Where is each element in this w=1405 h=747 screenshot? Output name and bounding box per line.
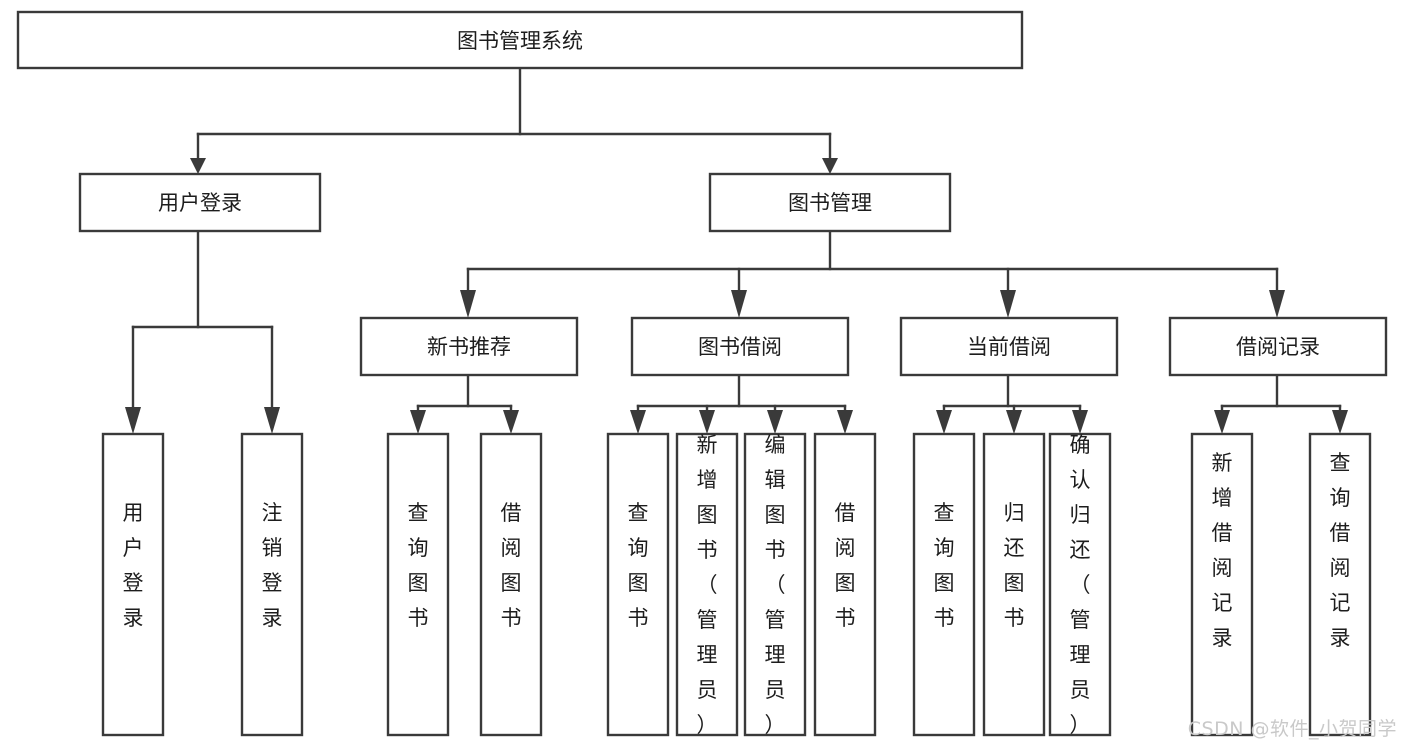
leaf-user-login-login-label: 用户登录 [123,501,144,630]
arrow-bookmgmt-child-1 [460,290,476,318]
leaf-borrow-query-box[interactable] [606,432,670,737]
node-user-login-box[interactable] [78,172,322,233]
leaf-user-logout-box[interactable] [240,432,304,737]
leaf-current-return[interactable]: 归还图书 [982,432,1046,737]
node-root-label: 图书管理系统 [457,29,583,53]
leaf-newbook-borrow-box[interactable] [479,432,543,737]
arrow-borrow-leaf-2 [699,410,715,434]
node-current-borrow-label: 当前借阅 [967,335,1051,359]
node-root[interactable]: 图书管理系统 [16,10,1024,70]
leaf-current-query-box[interactable] [912,432,976,737]
leaf-borrow-edit-book[interactable]: 编辑图书（管理员） [743,432,807,737]
leaf-newbook-query-box[interactable] [386,432,450,737]
leaf-current-confirm-return-label: 确认归还（管理员） [1070,433,1091,737]
arrow-userlogin-child-1 [125,407,141,434]
leaf-borrow-query[interactable]: 查询图书 [606,432,670,737]
node-current-borrow[interactable]: 当前借阅 [899,316,1119,377]
leaf-borrow-add-book-box[interactable] [675,432,739,737]
node-book-management[interactable]: 图书管理 [708,172,952,233]
arrow-borrow-leaf-1 [630,410,646,434]
node-user-login-label: 用户登录 [158,191,242,215]
node-book-management-label: 图书管理 [788,191,872,215]
arrow-root-to-book-mgmt [822,158,838,174]
node-book-borrow-box[interactable] [630,316,850,377]
leaf-borrow-edit-book-box[interactable] [743,432,807,737]
node-new-book-recommend[interactable]: 新书推荐 [359,316,579,377]
arrow-record-leaf-1 [1214,410,1230,434]
node-new-book-recommend-label: 新书推荐 [427,335,511,359]
leaf-record-add-label: 新增借阅记录 [1212,451,1233,650]
leaf-newbook-borrow[interactable]: 借阅图书 [479,432,543,737]
leaf-newbook-query-label: 查询图书 [408,501,429,630]
arrow-current-leaf-3 [1072,410,1088,434]
csdn-watermark: CSDN @软件_小贺同学 [1187,718,1397,740]
node-book-borrow[interactable]: 图书借阅 [630,316,850,377]
arrow-borrow-leaf-4 [837,410,853,434]
leaf-newbook-query[interactable]: 查询图书 [386,432,450,737]
node-borrow-record-box[interactable] [1168,316,1388,377]
leaf-record-query-box[interactable] [1308,432,1372,737]
arrow-newbook-leaf-2 [503,410,519,434]
arrow-newbook-leaf-1 [410,410,426,434]
leaf-current-query-label: 查询图书 [934,501,955,630]
leaf-borrow-add-book[interactable]: 新增图书（管理员） [675,432,739,737]
node-borrow-record[interactable]: 借阅记录 [1168,316,1388,377]
arrow-bookmgmt-child-4 [1269,290,1285,318]
leaf-borrow-borrow-book-box[interactable] [813,432,877,737]
arrow-root-to-user-login [190,158,206,174]
leaf-current-query[interactable]: 查询图书 [912,432,976,737]
leaf-borrow-add-book-label: 新增图书（管理员） [697,433,718,737]
node-current-borrow-box[interactable] [899,316,1119,377]
leaf-record-query[interactable]: 查询借阅记录 [1308,432,1372,737]
leaf-current-confirm-return[interactable]: 确认归还（管理员） [1048,432,1112,737]
leaf-current-return-box[interactable] [982,432,1046,737]
leaf-record-add[interactable]: 新增借阅记录 [1190,432,1254,737]
leaf-newbook-borrow-label: 借阅图书 [501,501,522,630]
arrow-current-leaf-1 [936,410,952,434]
arrow-record-leaf-2 [1332,410,1348,434]
node-book-management-box[interactable] [708,172,952,233]
arrow-bookmgmt-child-2 [731,290,747,318]
arrow-bookmgmt-child-3 [1000,290,1016,318]
leaf-borrow-borrow-book-label: 借阅图书 [835,501,856,630]
leaf-current-confirm-return-box[interactable] [1048,432,1112,737]
connector-layer [125,66,1348,434]
arrow-current-leaf-2 [1006,410,1022,434]
leaf-user-logout-label: 注销登录 [262,501,283,630]
node-root-box[interactable] [16,10,1024,70]
node-book-borrow-label: 图书借阅 [698,335,782,359]
leaf-user-logout[interactable]: 注销登录 [240,432,304,737]
leaf-user-login-login[interactable]: 用户登录 [101,432,165,737]
arrow-borrow-leaf-3 [767,410,783,434]
node-borrow-record-label: 借阅记录 [1236,335,1320,359]
leaf-record-query-label: 查询借阅记录 [1330,451,1351,650]
arrow-userlogin-child-2 [264,407,280,434]
leaf-borrow-borrow-book[interactable]: 借阅图书 [813,432,877,737]
node-new-book-recommend-box[interactable] [359,316,579,377]
leaf-borrow-query-label: 查询图书 [628,501,649,630]
leaf-record-add-box[interactable] [1190,432,1254,737]
leaf-current-return-label: 归还图书 [1004,501,1025,630]
leaf-borrow-edit-book-label: 编辑图书（管理员） [765,433,786,737]
node-user-login[interactable]: 用户登录 [78,172,322,233]
leaf-user-login-login-box[interactable] [101,432,165,737]
